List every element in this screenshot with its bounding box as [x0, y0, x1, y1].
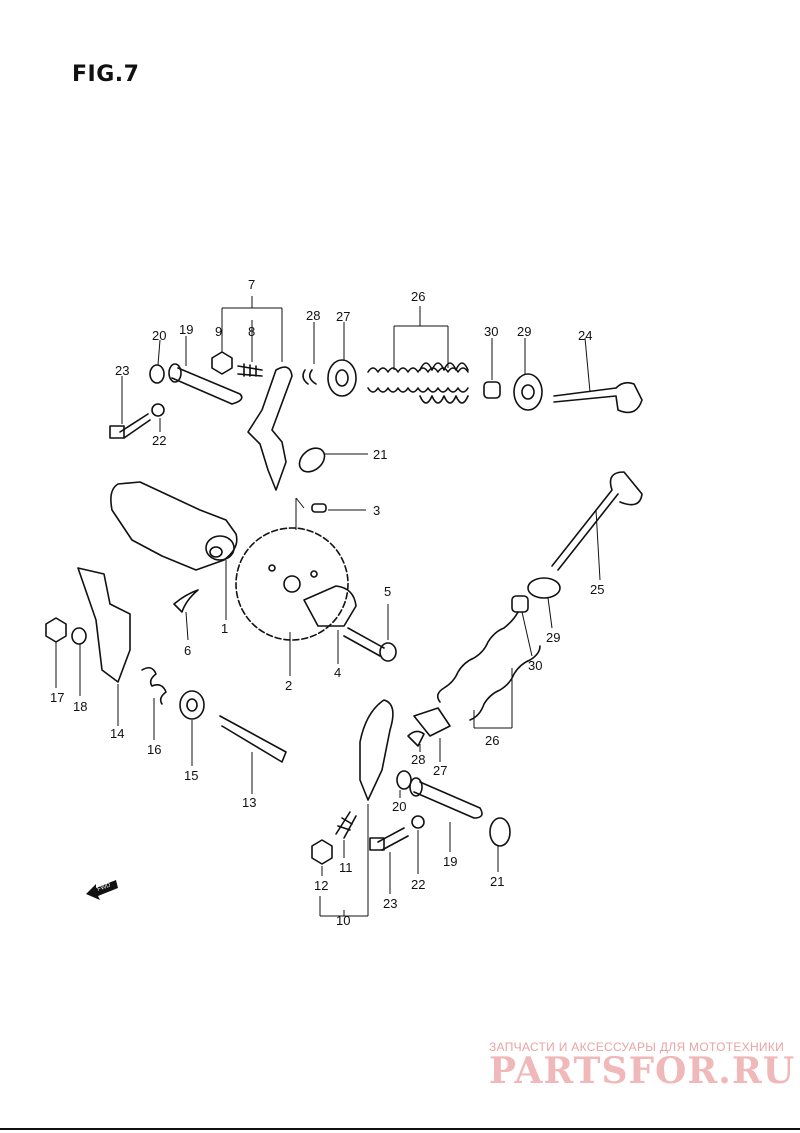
cotter-28-upper [302, 369, 317, 385]
figure-title: FIG.7 [72, 62, 140, 87]
valve-spring-26-upper [367, 367, 469, 393]
sprocket-plate-4 [303, 585, 357, 627]
callout-12: 12 [314, 878, 328, 893]
o-ring-21-upper [298, 447, 326, 473]
nut-17 [45, 617, 67, 643]
callout-22-upper: 22 [152, 433, 166, 448]
spring-seat-27-lower [413, 707, 451, 737]
callout-23-lower: 23 [383, 896, 397, 911]
callout-6: 6 [184, 643, 191, 658]
callout-27-upper: 27 [336, 309, 350, 324]
pin-6 [173, 589, 199, 613]
rocker-arm-7-upper [247, 366, 293, 491]
bearing-15 [179, 690, 205, 720]
callout-4: 4 [334, 665, 341, 680]
callout-23-upper: 23 [115, 363, 129, 378]
callout-28-lower: 28 [411, 752, 425, 767]
nut-12-lower [311, 839, 333, 865]
valve-seal-30-upper [483, 381, 501, 399]
callout-20-lower: 20 [392, 799, 406, 814]
exhaust-valve-25 [551, 471, 643, 571]
bolt-5 [343, 627, 397, 662]
o-ring-21-lower [489, 817, 511, 847]
spring-16 [141, 666, 167, 705]
callout-15: 15 [184, 768, 198, 783]
callout-18: 18 [73, 699, 87, 714]
washer-18 [71, 627, 87, 645]
callout-27-lower: 27 [433, 763, 447, 778]
rocker-arm-7-lower [359, 699, 394, 801]
callout-10: 10 [336, 913, 350, 928]
adjust-screw-8-upper [237, 363, 263, 377]
adjust-screw-11-lower [335, 811, 357, 839]
callout-19-lower: 19 [443, 854, 457, 869]
callout-14: 14 [110, 726, 124, 741]
pin-3 [311, 503, 327, 513]
callout-28-upper: 28 [306, 308, 320, 323]
o-ring-20-lower [396, 770, 412, 790]
callout-26-lower: 26 [485, 733, 499, 748]
washer-22-lower [411, 815, 425, 829]
fwd-arrow-label: FWD [97, 882, 113, 893]
washer-22-upper [151, 403, 165, 417]
callout-11: 11 [339, 860, 353, 875]
callout-17: 17 [50, 690, 64, 705]
watermark-subtitle: ЗАПЧАСТИ И АКСЕССУАРЫ ДЛЯ МОТОТЕХНИКИ [489, 1040, 785, 1054]
callout-19-upper: 19 [179, 322, 193, 337]
callout-22-lower: 22 [411, 877, 425, 892]
callout-5: 5 [384, 584, 391, 599]
callout-30-lower: 30 [528, 658, 542, 673]
bottom-border [0, 1128, 800, 1130]
callout-3: 3 [373, 503, 380, 518]
rocker-shaft-19-upper [168, 363, 243, 405]
camshaft-1 [110, 481, 238, 571]
callout-24: 24 [578, 328, 592, 343]
callout-16: 16 [147, 742, 161, 757]
callout-25: 25 [590, 582, 604, 597]
intake-valve-24 [553, 381, 643, 414]
callout-9: 9 [215, 324, 222, 339]
nut-9-upper [211, 351, 233, 375]
callout-29-lower: 29 [546, 630, 560, 645]
spring-seat-29-upper [513, 373, 543, 411]
valve-seal-30-lower [511, 595, 529, 613]
callout-26-upper: 26 [411, 289, 425, 304]
bolt-23-lower [369, 827, 409, 851]
rocker-shaft-19-lower [409, 777, 483, 819]
cotter-28-lower [407, 730, 425, 747]
callout-13: 13 [242, 795, 256, 810]
callout-21-upper: 21 [373, 447, 387, 462]
spring-seat-27-upper [327, 359, 357, 397]
callout-30-upper: 30 [484, 324, 498, 339]
valve-spring-26-lower [436, 611, 541, 721]
spring-seat-29-lower [527, 577, 561, 599]
decomp-lever-14 [77, 567, 131, 683]
callout-20-upper: 20 [152, 328, 166, 343]
bolt-23-upper [109, 413, 151, 439]
o-ring-20-upper [149, 364, 165, 384]
decomp-shaft-13 [219, 715, 287, 763]
callout-8: 8 [248, 324, 255, 339]
callout-2: 2 [285, 678, 292, 693]
callout-21-lower: 21 [490, 874, 504, 889]
callout-1: 1 [221, 621, 228, 636]
cam-sprocket-2 [235, 527, 349, 641]
callout-7: 7 [248, 277, 255, 292]
callout-29-upper: 29 [517, 324, 531, 339]
fwd-arrow-icon [86, 880, 118, 900]
watermark-brand: PARTSFOR.RU [489, 1050, 796, 1092]
